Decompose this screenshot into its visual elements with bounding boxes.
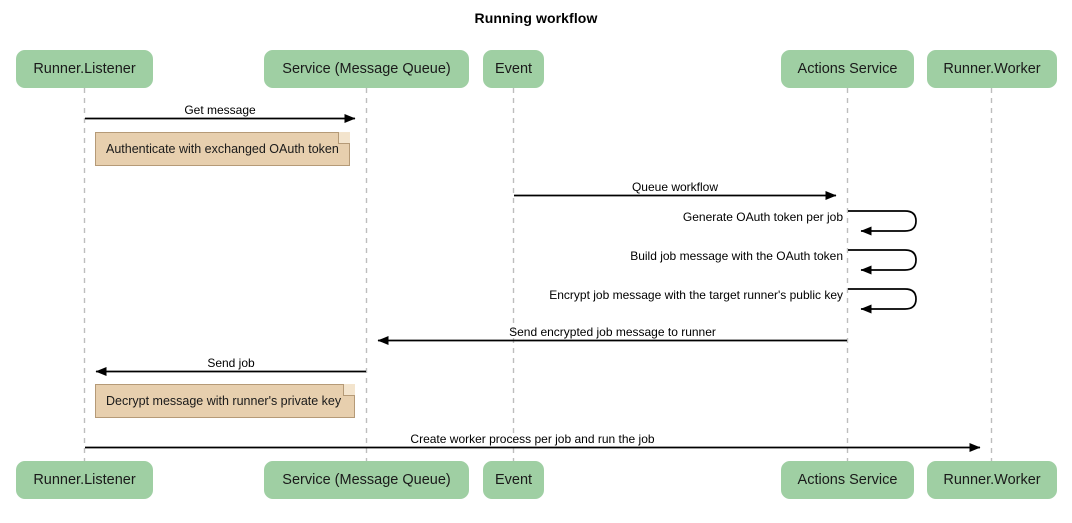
- participant-label: Runner.Worker: [943, 61, 1041, 77]
- diagram-title: Running workflow: [474, 10, 598, 26]
- participant-label: Service (Message Queue): [282, 472, 451, 488]
- message-label-build-job-message: Build job message with the OAuth token: [630, 249, 843, 263]
- participant-runner-listener-top[interactable]: Runner.Listener: [16, 50, 153, 88]
- message-label-queue-workflow: Queue workflow: [631, 180, 719, 194]
- note-decrypt-message-with-runners-private-key: Decrypt message with runner's private ke…: [95, 384, 355, 418]
- participant-label: Runner.Listener: [33, 61, 136, 77]
- participant-event-bottom[interactable]: Event: [483, 461, 544, 499]
- participant-label: Actions Service: [797, 61, 898, 77]
- participant-label: Actions Service: [797, 472, 898, 488]
- note-fold-corner-icon: [343, 384, 355, 396]
- message-self-loop-generate-oauth-token: [848, 210, 917, 236]
- note-text: Decrypt message with runner's private ke…: [106, 394, 342, 408]
- participant-label: Event: [494, 472, 533, 488]
- participant-runner-worker-bottom[interactable]: Runner.Worker: [927, 461, 1057, 499]
- participant-event-top[interactable]: Event: [483, 50, 544, 88]
- message-label-send-encrypted-job-message: Send encrypted job message to runner: [509, 325, 716, 339]
- participant-runner-listener-bottom[interactable]: Runner.Listener: [16, 461, 153, 499]
- message-label-send-job: Send job: [207, 356, 255, 370]
- message-label-encrypt-job-message: Encrypt job message with the target runn…: [549, 288, 843, 302]
- participant-actions-service-top[interactable]: Actions Service: [781, 50, 914, 88]
- participant-label: Runner.Worker: [943, 472, 1041, 488]
- participant-actions-service-bottom[interactable]: Actions Service: [781, 461, 914, 499]
- message-label-get-message: Get message: [184, 103, 256, 117]
- note-text: Authenticate with exchanged OAuth token: [106, 142, 339, 156]
- participant-label: Event: [494, 61, 533, 77]
- message-self-loop-encrypt-job-message: [848, 288, 917, 314]
- participant-label: Runner.Listener: [33, 472, 136, 488]
- message-label-generate-oauth-token: Generate OAuth token per job: [682, 210, 843, 224]
- note-authenticate-with-exchanged-oauth-token: Authenticate with exchanged OAuth token: [95, 132, 350, 166]
- participant-service-message-queue-top[interactable]: Service (Message Queue): [264, 50, 469, 88]
- participant-runner-worker-top[interactable]: Runner.Worker: [927, 50, 1057, 88]
- participant-service-message-queue-bottom[interactable]: Service (Message Queue): [264, 461, 469, 499]
- message-label-create-worker-process: Create worker process per job and run th…: [410, 432, 655, 446]
- message-self-loop-build-job-message: [848, 249, 917, 275]
- note-fold-corner-icon: [338, 132, 350, 144]
- participant-label: Service (Message Queue): [282, 61, 451, 77]
